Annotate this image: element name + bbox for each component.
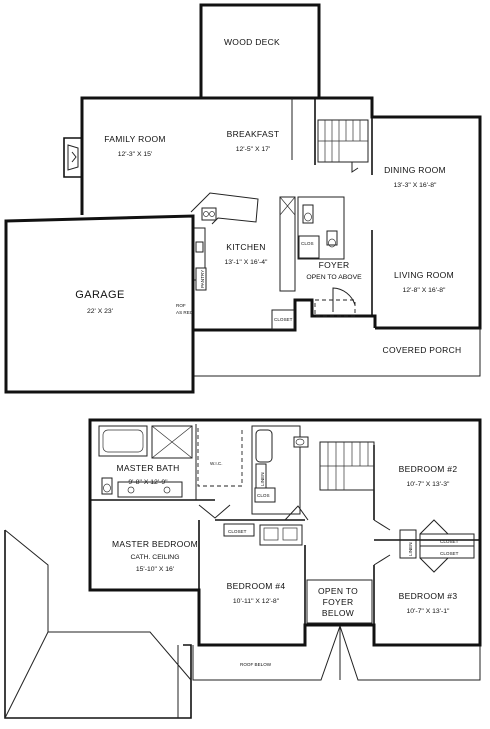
foyer-note: OPEN TO ABOVE: [306, 274, 362, 281]
bedroom-3-dims: 10'-7" X 13'-1": [407, 608, 451, 615]
bedroom-3-label: BEDROOM #3: [399, 591, 458, 601]
rof-label: ROF: [176, 303, 186, 308]
breakfast-dims: 12'-5" X 17': [236, 146, 270, 153]
family-room-dims: 12'-3" X 15': [118, 151, 152, 158]
bedroom-4-dims: 10'-11" X 12'-8": [233, 598, 280, 605]
garage-label: GARAGE: [75, 289, 124, 301]
first-floor-plan: WOOD DECK COVERED PORCH: [4, 3, 482, 394]
second-floor-plan: ROOF BELOW MASTER BATH 9'-8" X: [4, 418, 482, 719]
open-to-foyer-line-2: FOYER: [323, 597, 354, 607]
hall-bath: LINEN CLOS: [251, 425, 309, 546]
first-floor-stairs: [317, 119, 369, 173]
kitchen-dims: 13'-1" X 16'-4": [225, 259, 269, 266]
living-room: LIVING ROOM 12'-8" X 16'-8": [394, 270, 454, 294]
living-room-dims: 12'-8" X 16'-8": [403, 287, 447, 294]
as-req-label: AS REQ: [176, 310, 194, 315]
linen-label-hall: LINEN: [408, 542, 413, 556]
foyer: FOYER OPEN TO ABOVE: [306, 260, 362, 317]
bedroom-2: BEDROOM #2 10'-7" X 13'-3": [399, 464, 458, 488]
covered-porch-label: COVERED PORCH: [383, 345, 462, 355]
master-bath: MASTER BATH 9'-8" X 12'-9": [98, 425, 193, 498]
open-to-foyer-line-3: BELOW: [322, 608, 354, 618]
breakfast-label: BREAKFAST: [227, 129, 280, 139]
family-room: FAMILY ROOM 12'-3" X 15': [104, 134, 166, 158]
clos-label: CLOS: [301, 241, 314, 246]
foyer-label: FOYER: [319, 260, 350, 270]
master-bedroom: MASTER BEDROOM CATH. CEILING 15'-10" X 1…: [112, 504, 309, 573]
pantry-label: PANTRY: [200, 270, 205, 288]
dining-room: DINING ROOM 13'-3" X 16'-8": [384, 165, 446, 189]
clos-label-bath: CLOS: [257, 493, 270, 498]
linen-label-bath: LINEN: [260, 472, 265, 486]
living-room-label: LIVING ROOM: [394, 270, 454, 280]
second-floor-stairs: [319, 441, 375, 491]
second-floor-walls: [88, 418, 482, 647]
dining-room-dims: 13'-3" X 16'-8": [394, 182, 438, 189]
closet-label-bed3: CLOSET: [440, 551, 459, 556]
master-bedroom-label: MASTER BEDROOM: [112, 539, 198, 549]
walk-in-closet: W.I.C.: [195, 424, 243, 500]
dining-room-label: DINING ROOM: [384, 165, 446, 175]
roof-below-label: ROOF BELOW: [240, 662, 272, 667]
garage-dims: 22' X 23': [87, 308, 113, 315]
bedroom-2-label: BEDROOM #2: [399, 464, 458, 474]
closet-label-bed4: CLOSET: [228, 529, 247, 534]
bedroom-4-label: BEDROOM #4: [227, 581, 286, 591]
wood-deck-label: WOOD DECK: [224, 37, 280, 47]
wood-deck: WOOD DECK: [199, 3, 321, 97]
kitchen: PANTRY ROF AS REQ KITCHEN 13'-1" X 16'-4…: [176, 192, 269, 315]
open-to-foyer-line-1: OPEN TO: [318, 586, 358, 596]
master-bath-dims: 9'-8" X 12'-9": [128, 479, 168, 486]
kitchen-label: KITCHEN: [226, 242, 265, 252]
garage: GARAGE 22' X 23': [4, 214, 195, 394]
closet-label-bed2: CLOSET: [440, 539, 459, 544]
closet-label: CLOSET: [274, 317, 293, 322]
powder-and-closets: CLOS CLOSET: [271, 196, 345, 330]
master-bath-label: MASTER BATH: [116, 463, 179, 473]
family-room-label: FAMILY ROOM: [104, 134, 166, 144]
open-to-foyer: OPEN TO FOYER BELOW: [306, 579, 373, 624]
breakfast-area: BREAKFAST 12'-5" X 17': [227, 129, 280, 153]
master-bedroom-dims: 15'-10" X 16': [136, 566, 174, 573]
bedroom-4: CLOSET BEDROOM #4 10'-11" X 12'-8": [223, 523, 286, 605]
bedroom-2-dims: 10'-7" X 13'-3": [407, 481, 451, 488]
master-bedroom-note: CATH. CEILING: [131, 554, 180, 561]
covered-porch: COVERED PORCH: [192, 328, 481, 377]
bedroom-closets: CLOSET CLOSET LINEN: [373, 519, 475, 573]
wic-label: W.I.C.: [210, 461, 223, 466]
fireplace: [63, 137, 82, 178]
bedroom-3: BEDROOM #3 10'-7" X 13'-1": [399, 591, 458, 615]
